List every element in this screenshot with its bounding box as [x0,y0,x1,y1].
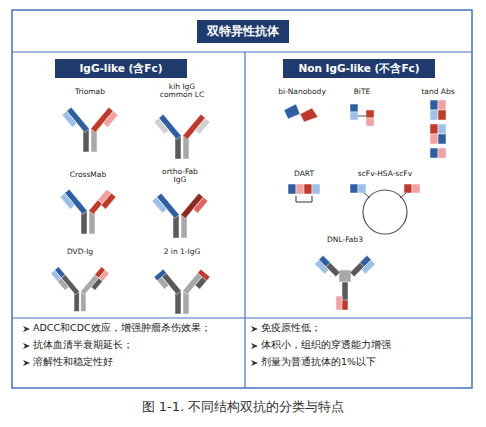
antibody-label: CrossMab [58,171,118,179]
feature-text: 溶解性和稳定性好 [33,357,243,367]
feature-text: 体积小，组织的穿透能力增强 [261,340,469,350]
antibody-drawings [51,100,446,314]
antibody-label: DVD-Ig [50,248,110,256]
divider-line [12,317,472,318]
category-header: IgG-like (含Fc) [55,59,187,78]
header-text: IgG-like (含Fc) [79,62,162,76]
antibody-label: kih IgG common LC [157,83,207,100]
divider-line [244,52,245,388]
antibody-label: scFv-HSA-scFv [350,170,420,178]
feature-text: 抗体血清半衰期延长； [33,340,243,350]
title-box: 双特异性抗体 [197,20,289,43]
feature-text: 免疫原性低； [261,323,469,333]
outer-frame [12,10,472,388]
antibody-label: tand Abs [413,88,463,96]
antibody-label: 2 in 1-IgG [152,248,212,256]
antibody-label: bi-Nanobody [272,88,332,96]
antibody-label: DART [284,170,324,178]
figure-caption: 图 1-1. 不同结构双抗的分类与特点 [0,400,486,414]
header-text: Non IgG-like (不含Fc) [298,62,419,76]
antibody-label: DNL-Fab3 [315,236,375,244]
category-header: Non IgG-like (不含Fc) [283,59,435,78]
antibody-label: ortho-Fab IgG [160,168,200,185]
antibody-label: BiTE [342,88,382,96]
feature-text: 剂量为普通抗体的1%以下 [261,357,469,367]
feature-text: ADCC和CDC效应，增强肿瘤杀伤效果； [33,323,243,333]
antibody-label: Triomab [60,88,120,96]
divider-line [12,51,472,52]
title-text: 双特异性抗体 [207,23,279,40]
